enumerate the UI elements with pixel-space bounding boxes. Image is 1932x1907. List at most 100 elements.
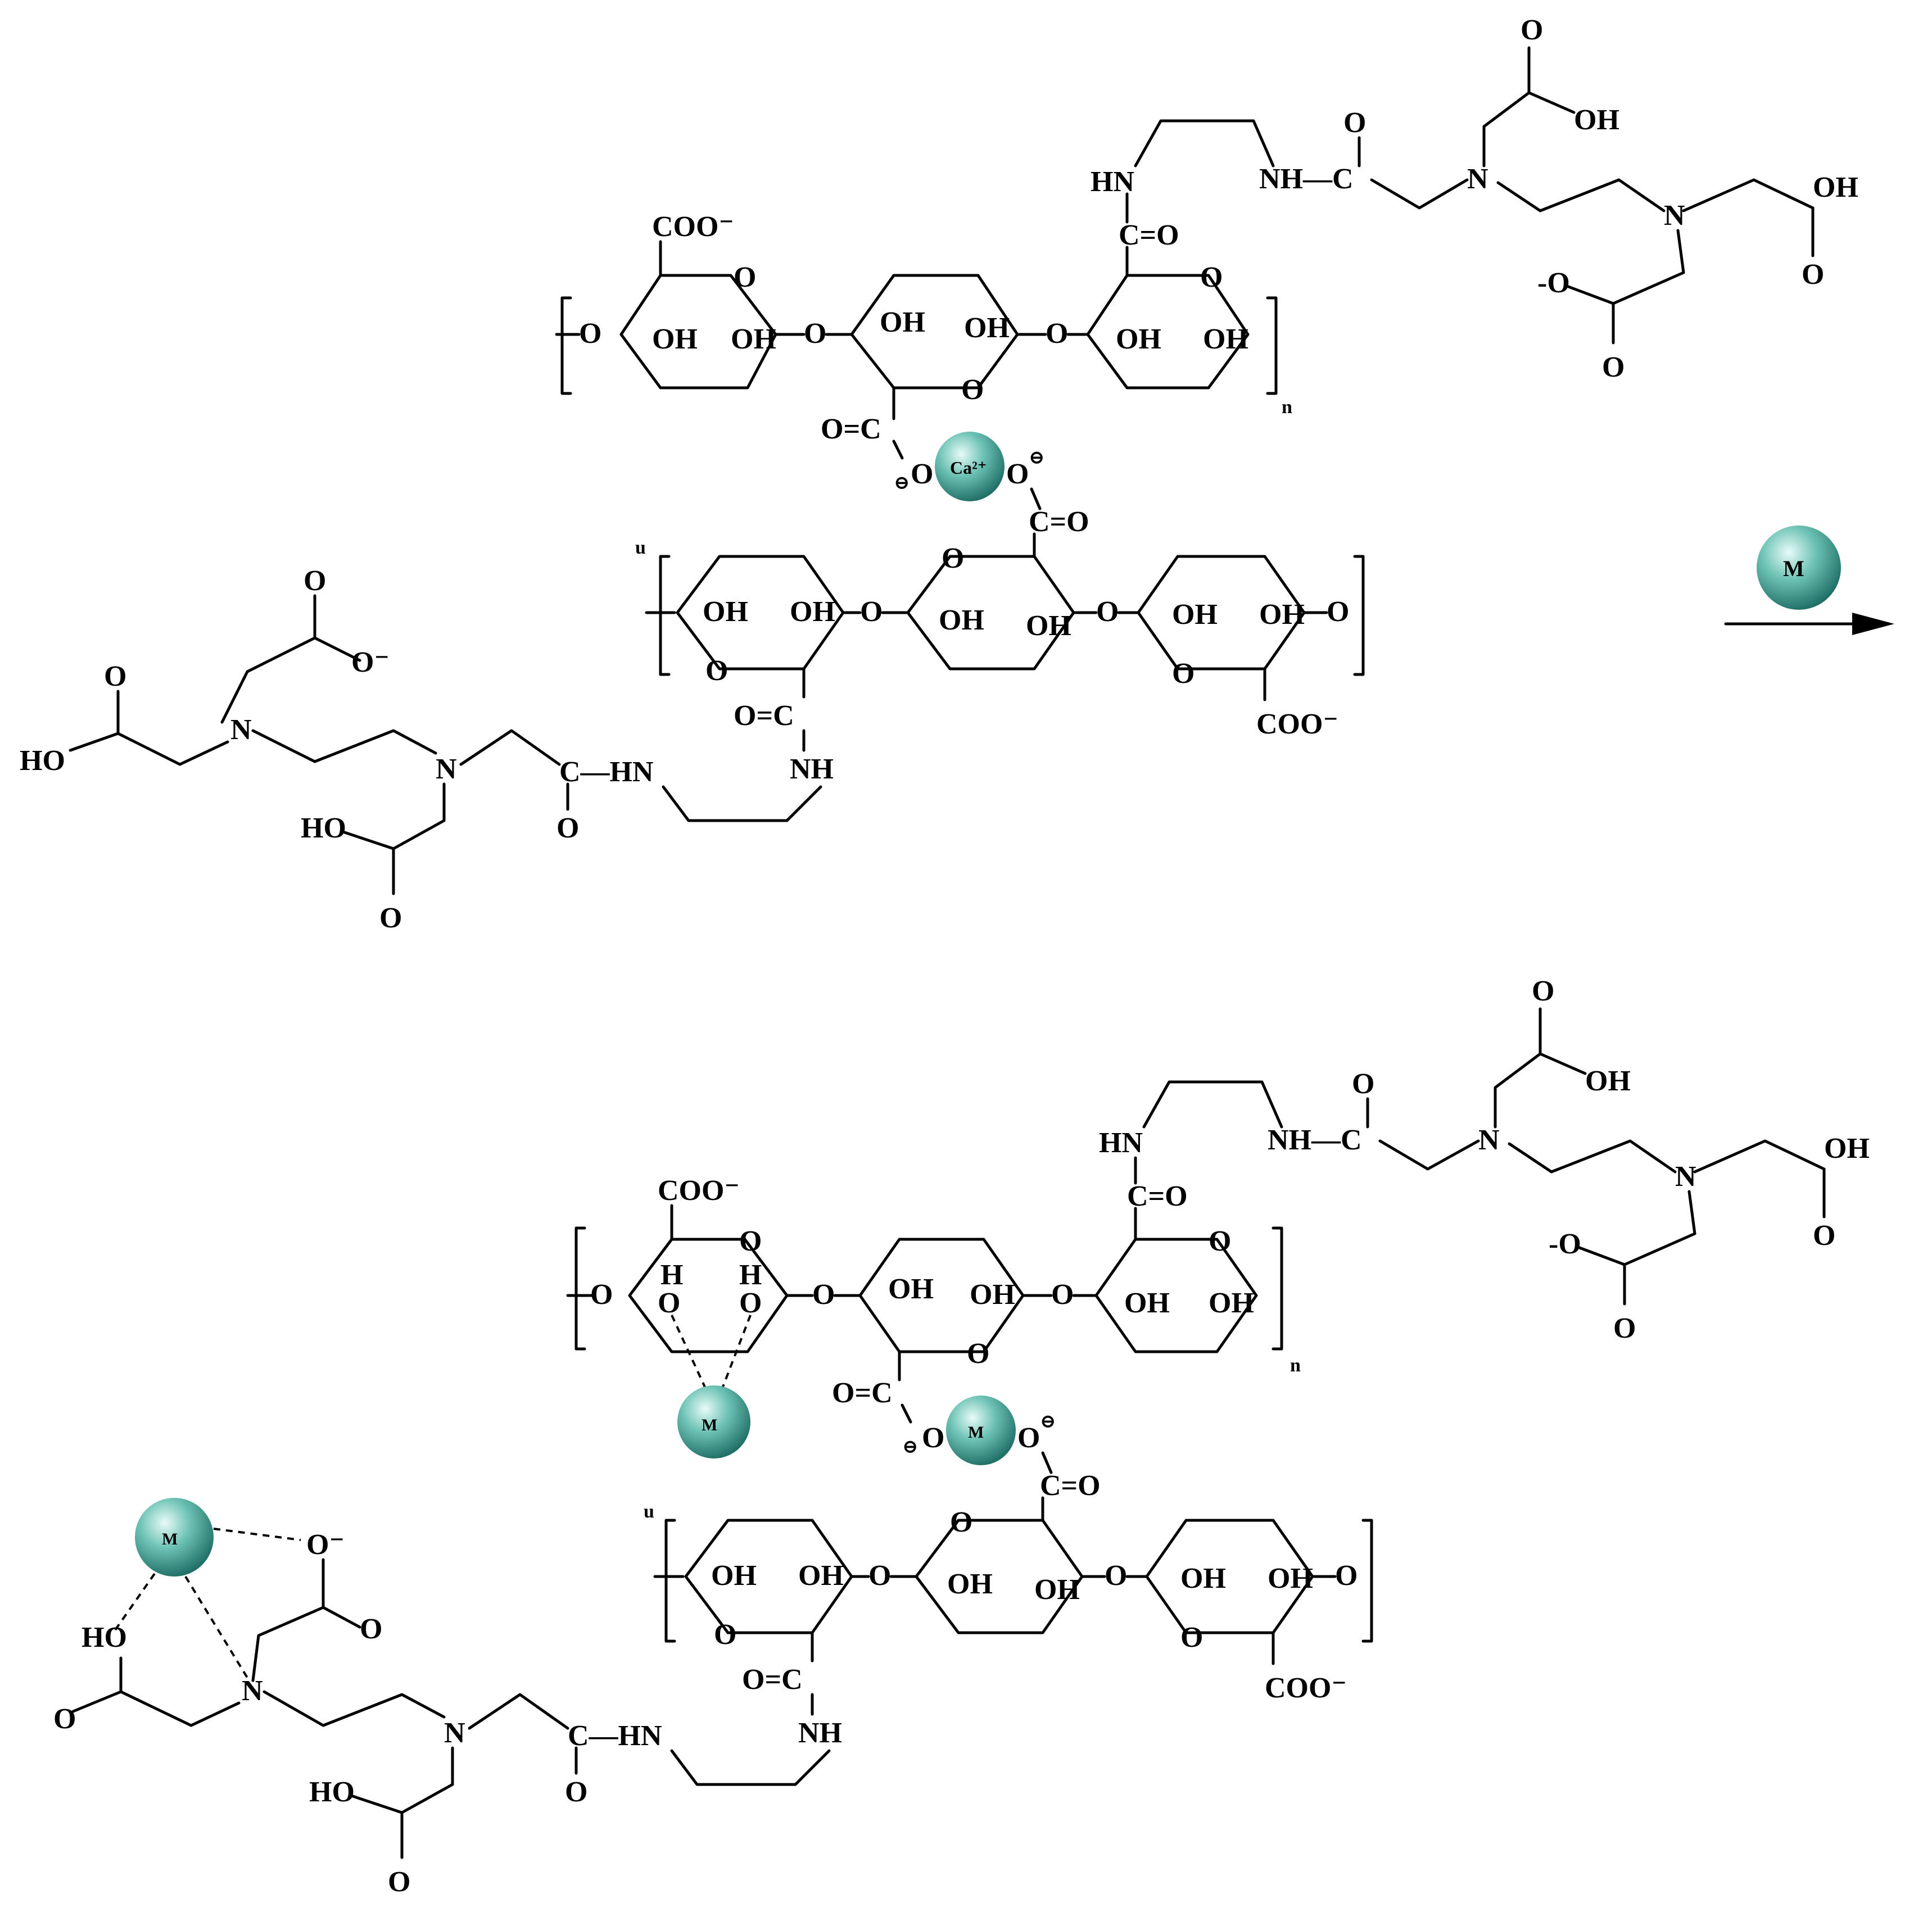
atom-label: HN — [1099, 1127, 1143, 1159]
atom-label: O — [739, 1287, 762, 1319]
atom-label: O — [1180, 1621, 1203, 1654]
atom-label: O — [739, 1225, 762, 1257]
atom-label: O — [579, 318, 601, 350]
atom-label: H — [660, 1259, 683, 1291]
atom-label: O — [911, 458, 933, 490]
atom-label: HO — [20, 745, 65, 777]
atom-label: C=O — [1040, 1470, 1101, 1502]
metal-ion-reagent-label: M — [1783, 556, 1804, 581]
atom-label: M — [702, 1416, 717, 1434]
product-structure: n O O COO⁻ H O H O M O OH OH O O O=C OH … — [53, 975, 1870, 1898]
atom-label: O — [590, 1279, 613, 1311]
atom-label: OH — [652, 323, 698, 355]
atom-label: OH — [888, 1273, 934, 1305]
arrow-head — [1852, 613, 1894, 635]
atom-label: C—HN — [559, 756, 654, 788]
atom-label: u — [644, 1501, 654, 1522]
atom-label: OH — [1116, 323, 1161, 355]
atom-label: OH — [1259, 599, 1305, 631]
metal-ion-edta-chelate — [135, 1498, 214, 1577]
atom-label: N — [230, 714, 252, 746]
atom-label: N — [444, 1717, 465, 1749]
atom-label: O — [1613, 1312, 1636, 1344]
atom-label: ⊖ — [894, 473, 910, 493]
atom-label: OH — [703, 596, 748, 628]
atom-label: O — [705, 655, 728, 687]
atom-label: C=O — [1127, 1180, 1188, 1212]
repeat-subscript-n: n — [1282, 397, 1292, 418]
atom-label: O — [104, 660, 126, 692]
atom-label: OH — [1203, 323, 1248, 355]
atom-label: O — [1602, 351, 1625, 383]
atom-label: C—HN — [568, 1720, 662, 1752]
atom-label: OH — [947, 1568, 993, 1600]
atom-label: O — [1096, 596, 1119, 628]
atom-label: O — [1352, 1068, 1374, 1100]
atom-label: O=C — [734, 700, 794, 732]
atom-label: HN — [1091, 166, 1134, 198]
atom-label: HO — [82, 1621, 127, 1654]
atom-label: OH — [1209, 1287, 1254, 1319]
atom-label: O — [1209, 1225, 1231, 1257]
sugar-ring — [628, 1238, 789, 1353]
atom-label: O — [868, 1560, 891, 1592]
atom-label: OH — [1813, 171, 1858, 203]
metal-ion-chelated-ring — [677, 1385, 750, 1458]
atom-label: OH — [731, 323, 776, 355]
atom-label: M — [968, 1423, 984, 1442]
atom-label: O⁻ — [351, 646, 390, 678]
atom-label: OH — [1026, 610, 1071, 642]
atom-label: HO — [309, 1776, 355, 1808]
atom-label: NH — [798, 1717, 842, 1749]
atom-label: O — [1343, 107, 1366, 139]
atom-label: O — [804, 318, 826, 350]
atom-label: O⁻ — [306, 1529, 345, 1561]
atom-label: O — [1813, 1220, 1835, 1252]
atom-label: O — [812, 1279, 835, 1311]
atom-label: OH — [939, 604, 984, 636]
atom-label: O — [922, 1422, 944, 1454]
calcium-ion — [935, 432, 1005, 501]
atom-label: O — [860, 596, 883, 628]
metal-ion-reagent — [1757, 526, 1841, 610]
atom-label: O — [967, 1338, 989, 1370]
atom-label: OH — [1268, 1562, 1313, 1595]
repeat-subscript-u: u — [635, 537, 646, 558]
atom-label: n — [1290, 1355, 1301, 1376]
atom-label: ⊖ — [1040, 1411, 1056, 1432]
atom-label: -O — [1537, 267, 1570, 299]
atom-label: O — [961, 374, 984, 406]
atom-label: NH—C — [1268, 1124, 1362, 1156]
calcium-label: Ca²⁺ — [950, 458, 987, 478]
atom-label: ⊖ — [902, 1437, 919, 1457]
atom-label: O — [565, 1776, 587, 1808]
atom-label: OH — [1574, 104, 1619, 136]
atom-label: O — [556, 812, 579, 844]
atom-label: O — [1532, 975, 1554, 1007]
atom-label: O — [942, 542, 964, 574]
atom-label: O=C — [821, 413, 881, 445]
atom-label: O — [304, 565, 326, 597]
atom-label: O — [1172, 658, 1195, 690]
atom-label: O — [1006, 458, 1029, 490]
atom-label: O — [1802, 259, 1824, 291]
atom-label: HO — [301, 812, 346, 844]
atom-label: O — [1051, 1279, 1074, 1311]
atom-label: O=C — [832, 1377, 893, 1409]
atom-label: OH — [880, 306, 925, 338]
atom-label: OH — [1180, 1562, 1226, 1595]
atom-label: O — [658, 1287, 680, 1319]
atom-label: OH — [1824, 1133, 1870, 1165]
atom-label: COO⁻ — [658, 1175, 740, 1207]
atom-label: O — [714, 1619, 736, 1651]
atom-label: OH — [798, 1560, 844, 1592]
atom-label: OH — [1034, 1574, 1080, 1606]
atom-label: O — [1017, 1422, 1040, 1454]
atom-label: C=O — [1119, 219, 1179, 251]
atom-label: OH — [711, 1560, 757, 1592]
atom-label: O — [950, 1506, 972, 1538]
atom-label: NH—C — [1259, 163, 1354, 195]
atom-label: M — [162, 1530, 178, 1548]
atom-label: O — [388, 1866, 410, 1898]
